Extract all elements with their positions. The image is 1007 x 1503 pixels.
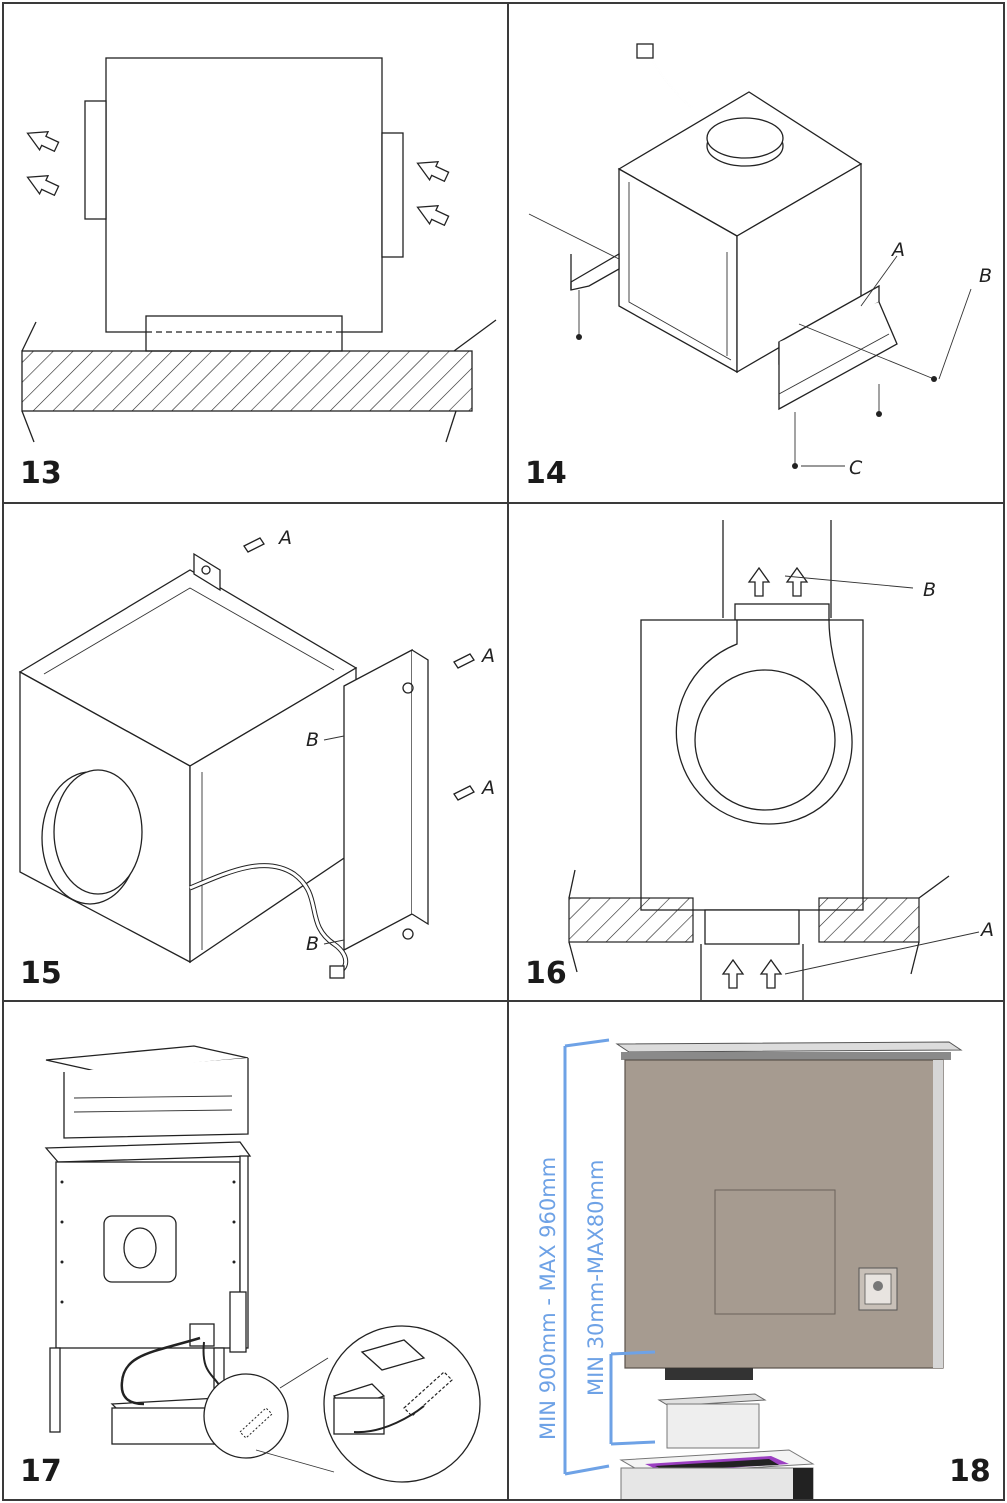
dimension-lines (563, 1038, 656, 1476)
label-a-bottom: A (480, 777, 495, 799)
downdraft-hood-wiring-diagram (44, 1045, 481, 1483)
panel-number: 15 (20, 956, 62, 991)
label-b-top: B (306, 729, 319, 751)
panel-number: 16 (525, 956, 567, 991)
fan-box-bracket-diagram: A A A B B (18, 527, 495, 979)
panel-number: 18 (949, 1454, 991, 1489)
airflow-in-arrows (416, 161, 450, 227)
label-a-middle: A (480, 645, 495, 667)
panel-15: A A A B B 15 (2, 502, 509, 1002)
label-a: A (979, 919, 994, 941)
panel-14: A B C 14 (507, 2, 1005, 504)
fan-box-on-floor-diagram (21, 57, 497, 443)
panel-13: 13 (2, 2, 509, 504)
panel-number: 17 (20, 1454, 62, 1489)
panel-16: B A 16 (507, 502, 1005, 1002)
bracket-mounting-diagram: A B C (528, 43, 992, 479)
fan-duct-airflow-diagram: B A (568, 520, 994, 1000)
label-c: C (849, 457, 863, 479)
label-a-top: A (277, 527, 292, 549)
panel-number: 14 (525, 456, 567, 491)
label-b-bottom: B (306, 933, 319, 955)
panel-17: 17 (2, 1000, 509, 1501)
label-b: B (979, 265, 992, 287)
airflow-out-arrows (26, 131, 60, 197)
airflow-up-arrows (721, 566, 809, 989)
dimension-outer-label: MIN 900mm - MAX 960mm (536, 1157, 560, 1440)
dimension-inner-label: MIN 30mm-MAX80mm (584, 1160, 608, 1396)
label-a: A (890, 239, 905, 261)
installation-dimensions-diagram: MIN 900mm - MAX 960mm MIN 30mm-MAX80mm (536, 1038, 963, 1499)
panel-18: MIN 900mm - MAX 960mm MIN 30mm-MAX80mm 1… (507, 1000, 1005, 1501)
screw-dots (60, 1180, 236, 1304)
terminal-block-zoom (332, 1339, 453, 1435)
panel-number: 13 (20, 456, 62, 491)
label-b: B (923, 579, 936, 601)
